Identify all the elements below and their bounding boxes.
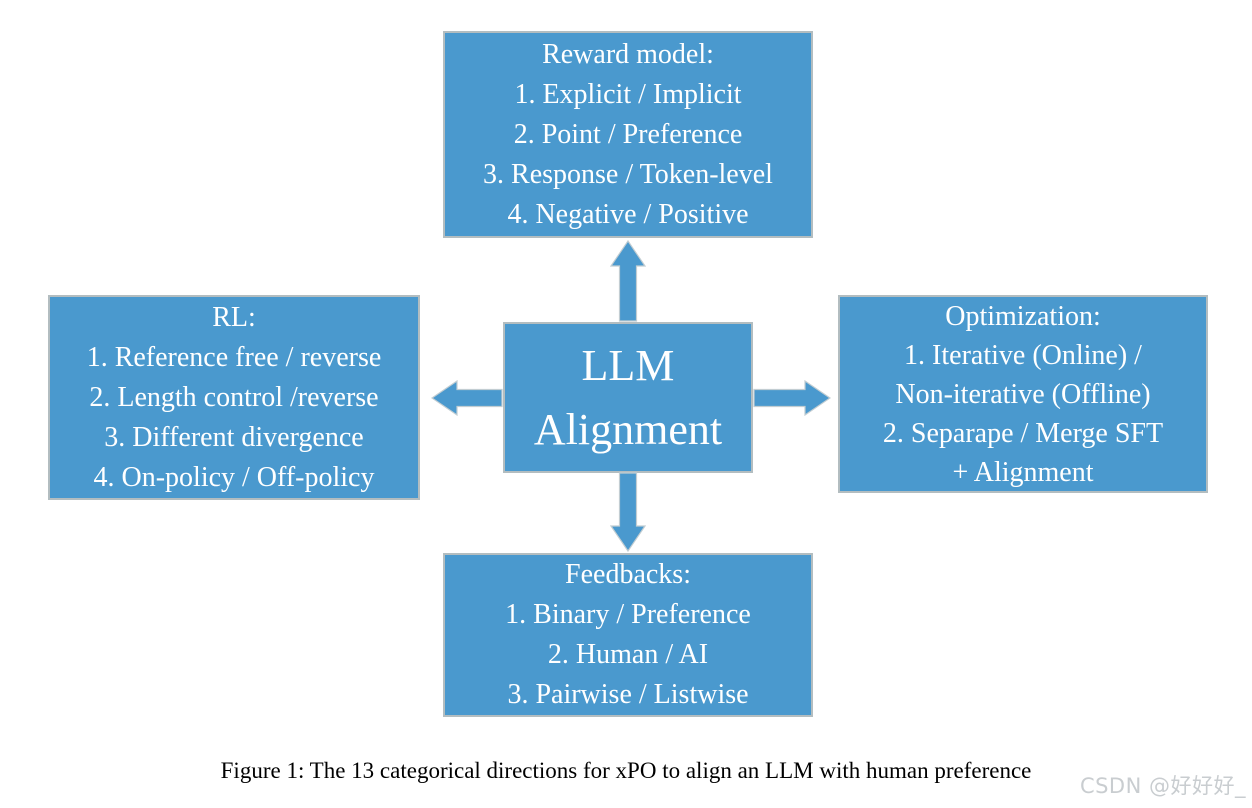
csdn-watermark: CSDN @好好好_ [1079,774,1246,798]
llm-alignment-box: LLM Alignment [503,322,753,473]
rl-item-4: 4. On-policy / Off-policy [93,461,375,493]
reward-model-title: Reward model: [542,38,714,70]
arrow-up-icon [610,240,646,322]
feedbacks-item-1: 1. Binary / Preference [505,599,751,630]
optimization-item-2b: + Alignment [952,456,1094,488]
reward-model-item-2: 2. Point / Preference [513,118,743,150]
figure-caption: Figure 1: The 13 categorical directions … [220,758,1032,783]
arrow-down-icon [610,472,646,552]
feedbacks-title: Feedbacks: [565,559,691,590]
optimization-item-2a: 2. Separape / Merge SFT [882,417,1164,449]
llm-alignment-line-2: Alignment [533,404,723,454]
rl-box: RL: 1. Reference free / reverse 2. Lengt… [48,295,420,500]
rl-item-3: 3. Different divergence [104,421,364,453]
arrow-right-icon [753,380,831,416]
rl-item-2: 2. Length control /reverse [89,381,379,413]
optimization-item-1a: 1. Iterative (Online) / [904,339,1142,371]
optimization-box: Optimization: 1. Iterative (Online) / No… [838,295,1208,493]
reward-model-item-3: 3. Response / Token-level [483,158,773,190]
feedbacks-item-2: 2. Human / AI [547,639,709,670]
reward-model-item-1: 1. Explicit / Implicit [514,78,742,110]
optimization-title: Optimization: [945,300,1101,332]
rl-title: RL: [212,301,256,333]
feedbacks-item-3: 3. Pairwise / Listwise [507,679,749,710]
optimization-item-1b: Non-iterative (Offline) [895,378,1151,410]
arrow-left-icon [431,380,503,416]
reward-model-box: Reward model: 1. Explicit / Implicit 2. … [443,31,813,238]
llm-alignment-line-1: LLM [581,340,675,390]
feedbacks-box: Feedbacks: 1. Binary / Preference 2. Hum… [443,553,813,717]
reward-model-item-4: 4. Negative / Positive [507,198,749,230]
rl-item-1: 1. Reference free / reverse [86,341,382,373]
